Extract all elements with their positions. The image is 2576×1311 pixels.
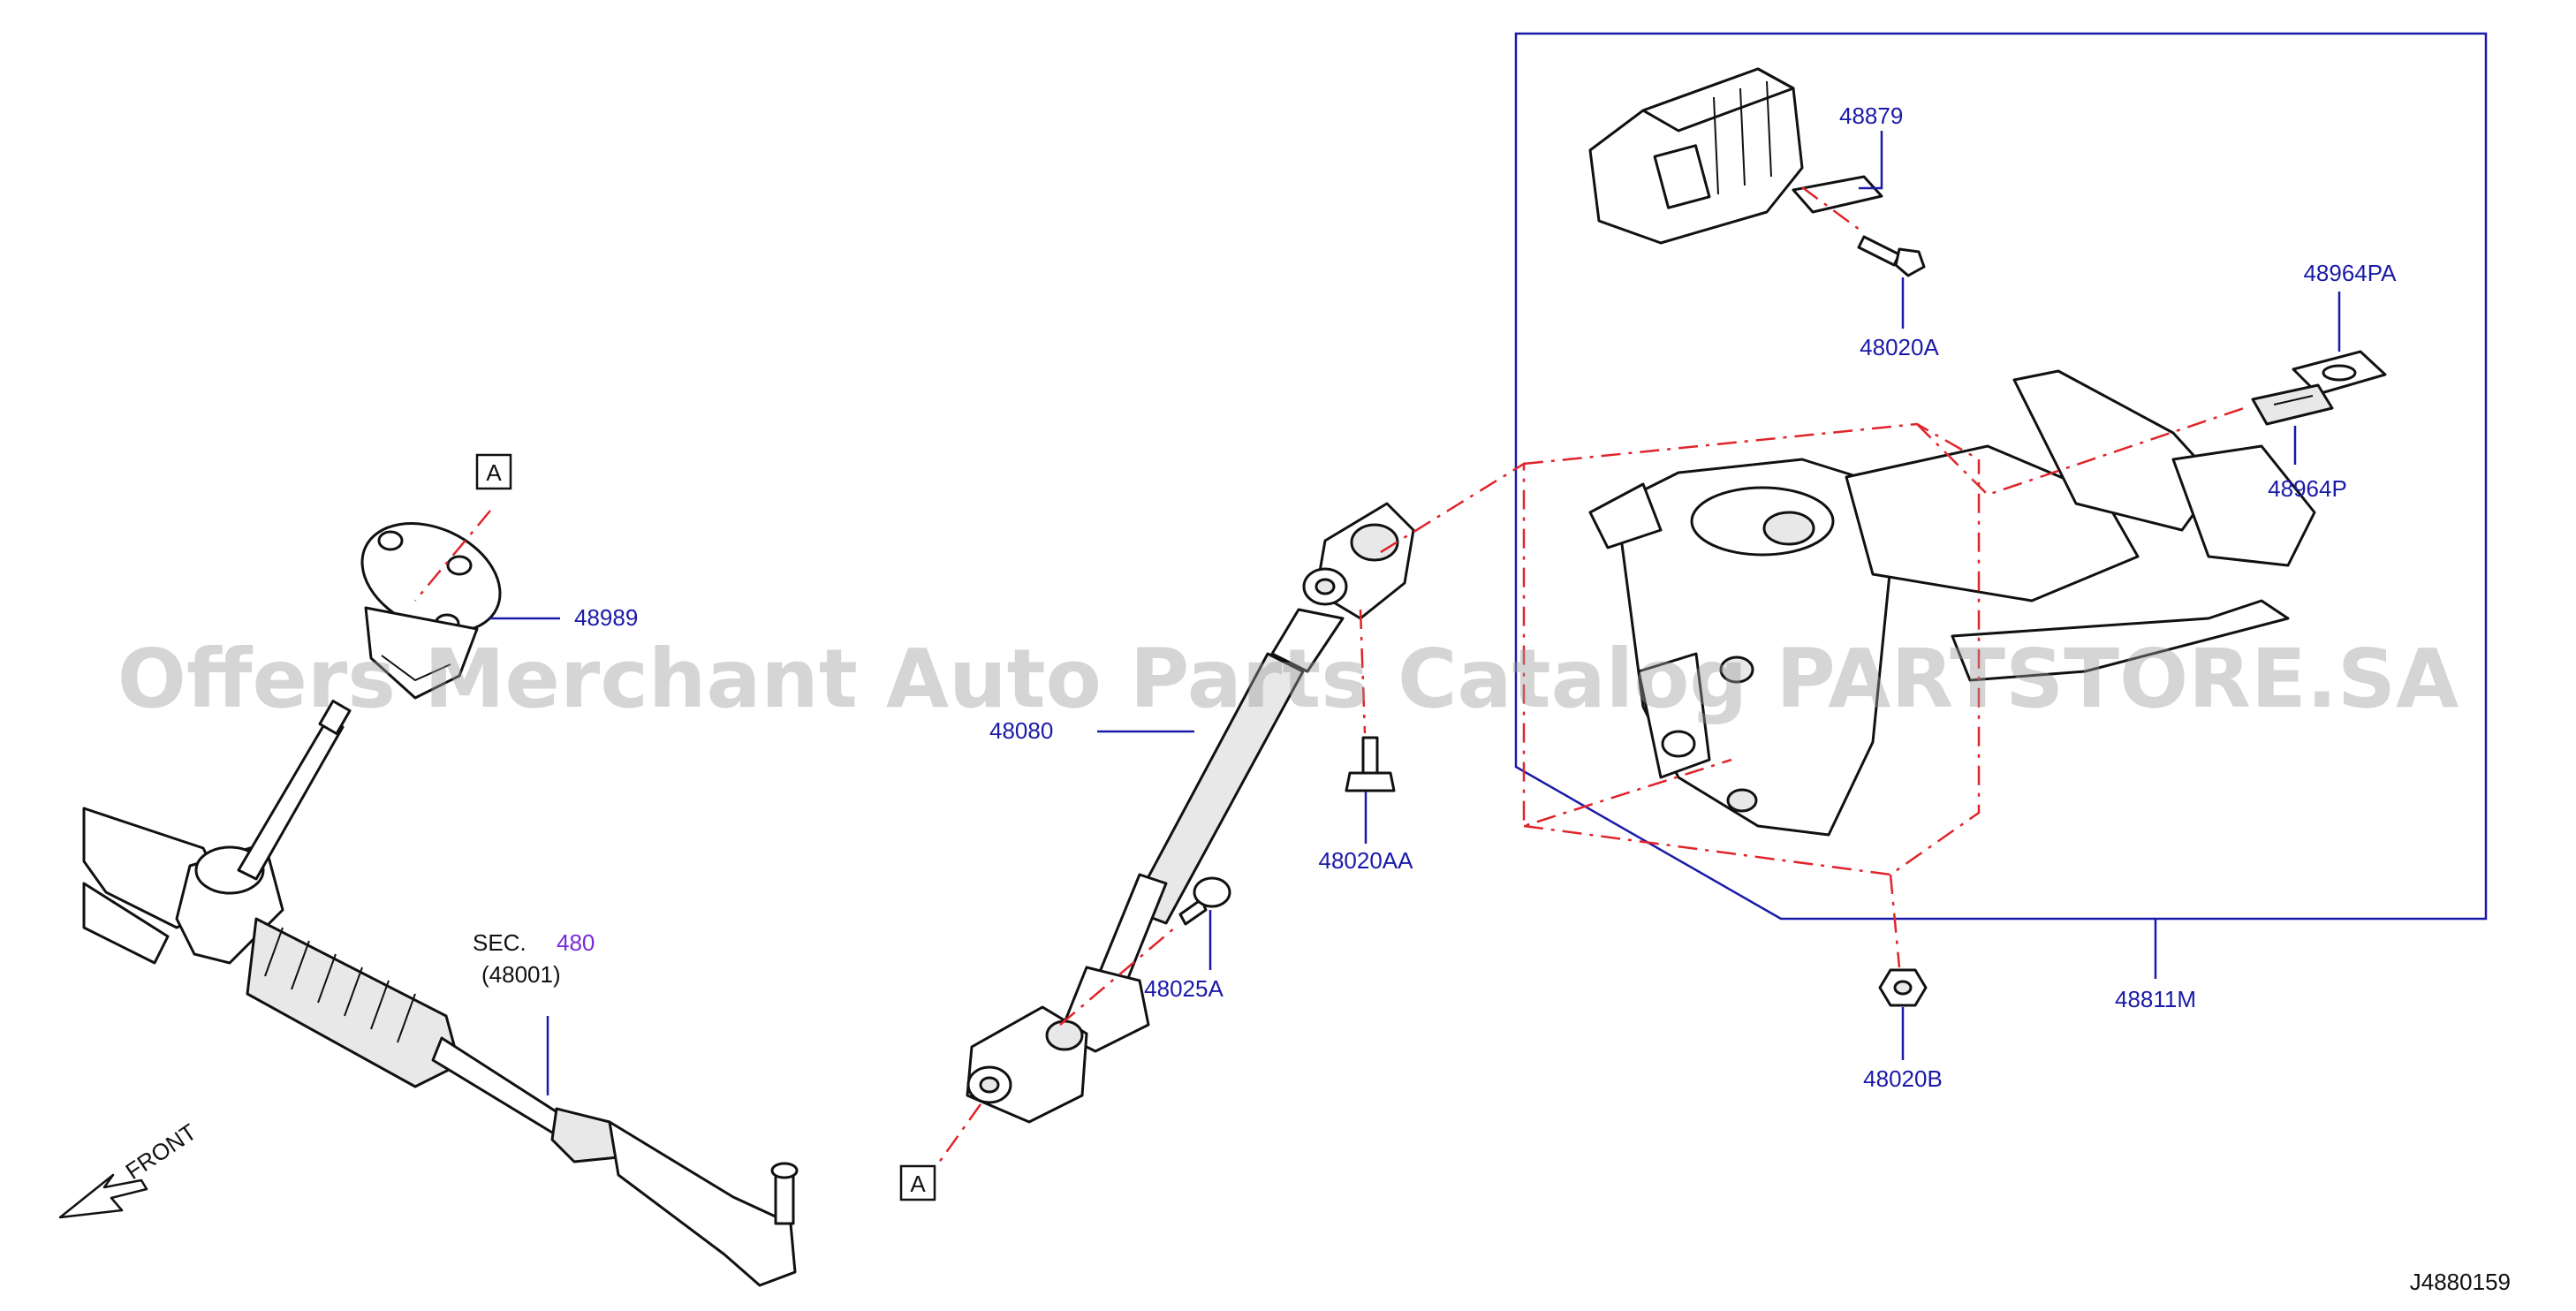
label-48879[interactable]: 48879 — [1839, 102, 1903, 129]
plate-48964P[interactable] — [2251, 383, 2334, 426]
ref-a-top-label: A — [486, 459, 502, 486]
bracket-48879[interactable] — [1792, 175, 1883, 214]
label-48080[interactable]: 48080 — [989, 717, 1053, 744]
ref-box-a-top: A — [475, 453, 512, 490]
ref-box-a-bottom: A — [899, 1164, 936, 1201]
front-label: FRONT — [121, 1118, 201, 1185]
intermediate-shaft-48080[interactable] — [966, 502, 1415, 1124]
tie-rod[interactable] — [431, 1036, 799, 1287]
label-48811M[interactable]: 48811M — [2115, 986, 2196, 1012]
label-48020A[interactable]: 48020A — [1860, 334, 1939, 360]
section-sub: (48001) — [481, 961, 561, 988]
bolt-48020A[interactable] — [1857, 235, 1926, 277]
label-48989[interactable]: 48989 — [574, 604, 638, 631]
section-reference[interactable]: SEC. 480 (48001) — [473, 929, 595, 988]
nut-48020B[interactable] — [1878, 968, 1928, 1007]
front-arrow-icon — [58, 1173, 148, 1219]
centerlines — [414, 186, 2245, 1167]
grommet-48989[interactable] — [345, 503, 518, 700]
label-48964PA[interactable]: 48964PA — [2303, 260, 2397, 286]
steering-column-assembly[interactable] — [1588, 369, 2316, 837]
assembly-frame — [1514, 32, 2488, 921]
front-direction-indicator: FRONT — [58, 1118, 201, 1219]
label-48964P[interactable]: 48964P — [2268, 475, 2347, 502]
label-48025A[interactable]: 48025A — [1144, 975, 1224, 1002]
diagram-id: J4880159 — [2410, 1269, 2511, 1295]
callout-leaders — [490, 131, 2341, 1095]
label-48020B[interactable]: 48020B — [1863, 1065, 1943, 1092]
label-48020AA[interactable]: 48020AA — [1319, 847, 1414, 874]
input-shaft[interactable] — [237, 700, 352, 881]
section-prefix: SEC. — [473, 929, 527, 956]
control-module-48879[interactable] — [1588, 67, 1804, 245]
section-number: 480 — [557, 929, 595, 956]
watermark: Offers Merchant Auto Parts Catalog PARTS… — [117, 632, 2459, 726]
bolt-48025A[interactable] — [1178, 876, 1231, 926]
ref-a-bottom-label: A — [910, 1171, 926, 1197]
bolt-48020AA[interactable] — [1345, 736, 1396, 792]
